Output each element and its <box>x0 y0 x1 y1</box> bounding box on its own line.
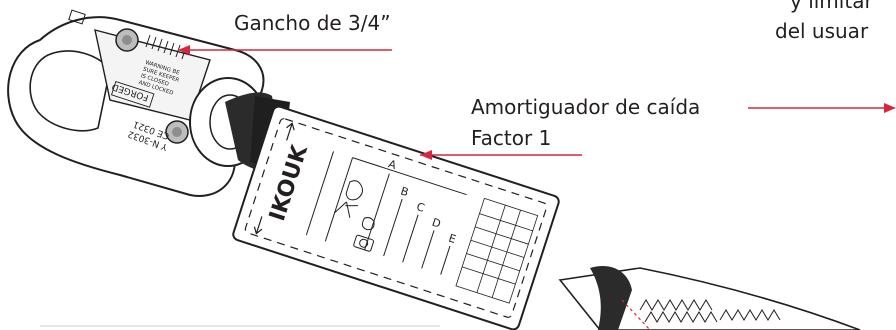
label-cut-right-2: del usuar <box>775 19 869 43</box>
label-absorber-1: Amortiguador de caída <box>471 95 700 119</box>
leader-right-arrow <box>884 103 896 113</box>
rivet-bottom-inner <box>172 127 182 137</box>
snap-hook: WARNING BE SURE KEEPER IS CLOSED AND LOC… <box>7 9 267 197</box>
callout-cut-right: y limitar del usuar <box>775 0 873 43</box>
letter-b: B <box>399 184 410 199</box>
callout-absorber: Amortiguador de caída Factor 1 <box>420 95 896 160</box>
letter-d: D <box>430 216 442 231</box>
tag-arrow-top <box>286 122 295 141</box>
leader-absorber-arrow <box>420 150 432 160</box>
shock-absorber-tag: IKOUK A B C D E <box>232 105 560 330</box>
tag-arrow-bottom <box>253 216 263 235</box>
webbing-dark-fold <box>590 266 632 330</box>
leader-hook-arrow <box>178 45 190 55</box>
label-cut-right-1: y limitar <box>790 0 873 13</box>
letter-c: C <box>415 200 427 215</box>
label-absorber-2: Factor 1 <box>471 126 551 150</box>
letter-e: E <box>447 232 458 247</box>
hook-opening <box>29 50 111 132</box>
webbing-weave <box>639 299 781 323</box>
lower-webbing <box>558 266 861 330</box>
fall-diagram <box>305 151 467 275</box>
spec-table <box>455 197 539 304</box>
diagram-letters: A B C D E <box>387 157 458 247</box>
rivet-top-inner <box>122 35 132 45</box>
callout-hook: Gancho de 3/4” <box>178 11 392 55</box>
webbing-red-stitch <box>621 299 651 330</box>
grip-ribs <box>145 34 187 60</box>
hook-small-mark <box>68 9 86 25</box>
label-hook: Gancho de 3/4” <box>234 11 391 35</box>
letter-a: A <box>387 157 399 172</box>
tag-stitching <box>244 118 548 318</box>
